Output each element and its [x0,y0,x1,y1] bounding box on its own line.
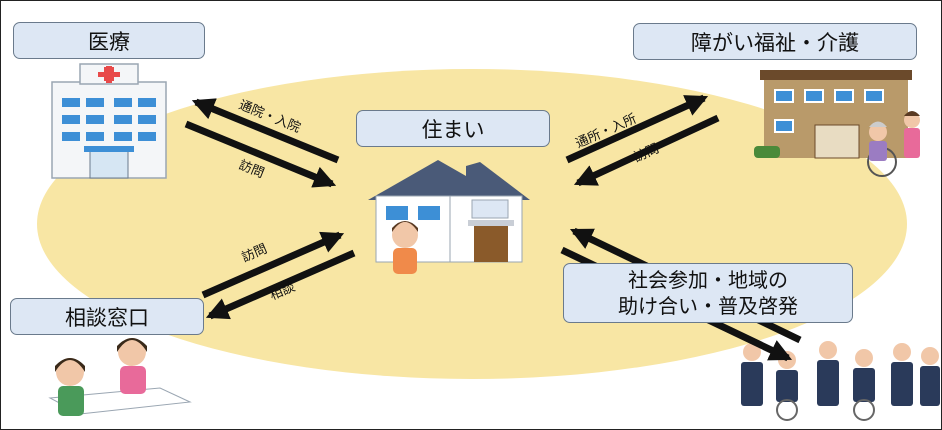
arrow-medical-left [191,98,340,164]
arrow-medical-right [184,120,337,188]
node-social-label-line2: 助け合い・普及啓発 [618,294,798,318]
arrow-welfare-up [565,94,709,164]
arrow-welfare-down [573,114,720,187]
node-social-label-line1: 社会参加・地域の [628,268,788,292]
node-consultation-label: 相談窓口 [65,305,149,330]
hospital-icon [51,63,167,179]
consultation-icon [48,338,192,416]
care-facility-icon [754,70,920,177]
node-consultation-desk: 相談窓口 [10,298,204,335]
node-disability-welfare-care: 障がい福祉・介護 [633,23,917,60]
node-medical-label: 医療 [88,29,130,54]
house-icon [368,160,530,274]
node-housing-label: 住まい [421,117,485,142]
node-welfare-label: 障がい福祉・介護 [691,30,859,55]
community-people-icon [741,341,940,421]
arrow-consult-down [205,249,356,320]
arrow-consult-up [201,231,345,299]
node-medical: 医療 [13,22,205,59]
node-social-participation: 社会参加・地域の 助け合い・普及啓発 [563,263,853,323]
node-housing: 住まい [356,110,550,147]
